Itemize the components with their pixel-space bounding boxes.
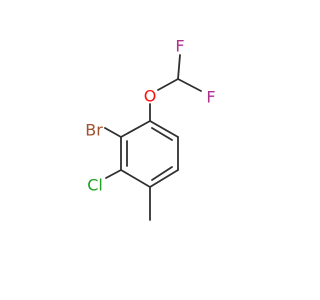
bond-cf2-fluorine-top — [177, 54, 181, 80]
bond-ring-c-d — [149, 169, 179, 188]
bond-ring-chlorine — [105, 169, 122, 179]
atom-oxygen: O — [144, 87, 157, 106]
bond-ring-d-e — [120, 169, 151, 188]
bond-cf2-fluorine-right — [177, 78, 202, 92]
bond-oxygen-cf2 — [157, 78, 179, 91]
bond-ring-f-a — [120, 120, 151, 138]
bond-ring-bromine — [104, 127, 122, 138]
molecule-structure-diagram: Br Cl O F F — [85, 37, 216, 221]
atom-fluorine-top: F — [175, 37, 184, 56]
atom-chlorine: Cl — [87, 176, 103, 195]
double-bond-inner-cd — [151, 166, 173, 181]
atom-fluorine-right: F — [206, 88, 215, 107]
bond-ring-a-b — [149, 120, 179, 138]
atom-labels: Br Cl O F F — [85, 37, 215, 195]
atom-bromine: Br — [85, 121, 103, 140]
double-bond-inner-ab — [151, 127, 173, 141]
bond-skeleton — [104, 54, 202, 221]
